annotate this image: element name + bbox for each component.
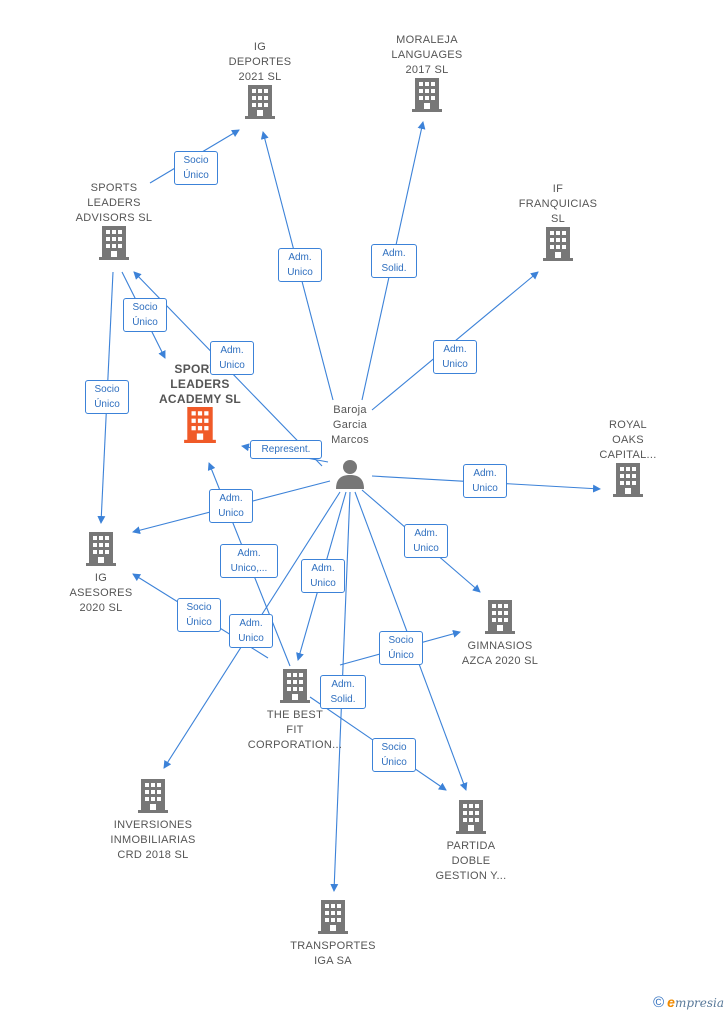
- building-icon: [184, 407, 216, 443]
- node-gimnasios[interactable]: GIMNASIOS AZCA 2020 SL: [450, 600, 550, 669]
- edge-label-socio-unico[interactable]: Socio Único: [123, 298, 167, 332]
- brand-footer: ©empresia: [653, 994, 724, 1011]
- edge-label-adm-unico[interactable]: Adm. Unico: [229, 614, 273, 648]
- node-label: ROYAL OAKS CAPITAL...: [599, 419, 657, 461]
- node-label: MORALEJA LANGUAGES 2017 SL: [391, 34, 463, 76]
- edge-label-adm-unico-multi[interactable]: Adm. Unico,...: [220, 544, 278, 578]
- building-icon: [485, 600, 515, 634]
- edge-label-adm-unico[interactable]: Adm. Unico: [301, 559, 345, 593]
- node-if-franquicias[interactable]: IF FRANQUICIAS SL: [510, 182, 606, 266]
- node-best-fit[interactable]: THE BEST FIT CORPORATION...: [240, 669, 350, 753]
- building-icon: [613, 463, 643, 497]
- node-label: SPORTS LEADERS ADVISORS SL: [75, 182, 153, 224]
- building-icon: [543, 227, 573, 261]
- node-label: IG DEPORTES 2021 SL: [228, 41, 292, 83]
- node-label: IG ASESORES 2020 SL: [69, 572, 133, 614]
- node-royal-oaks[interactable]: ROYAL OAKS CAPITAL...: [590, 418, 666, 502]
- node-label: TRANSPORTES IGA SA: [290, 940, 376, 967]
- edge-label-adm-unico[interactable]: Adm. Unico: [463, 464, 507, 498]
- edge-label-adm-unico[interactable]: Adm. Unico: [278, 248, 322, 282]
- brand-e: e: [667, 994, 675, 1010]
- edge-label-adm-unico[interactable]: Adm. Unico: [209, 489, 253, 523]
- building-icon: [456, 800, 486, 834]
- edge-label-socio-unico[interactable]: Socio Único: [372, 738, 416, 772]
- building-icon: [86, 532, 116, 566]
- edge-label-socio-unico[interactable]: Socio Único: [174, 151, 218, 185]
- node-moraleja[interactable]: MORALEJA LANGUAGES 2017 SL: [382, 33, 472, 117]
- brand-name: mpresia: [674, 996, 724, 1010]
- node-transportes[interactable]: TRANSPORTES IGA SA: [284, 900, 382, 969]
- edge-label-socio-unico[interactable]: Socio Único: [85, 380, 129, 414]
- building-icon: [99, 226, 129, 260]
- person-name: Baroja Garcia Marcos: [331, 404, 369, 446]
- node-ig-deportes[interactable]: IG DEPORTES 2021 SL: [218, 40, 302, 124]
- edge-label-adm-solid[interactable]: Adm. Solid.: [320, 675, 366, 709]
- node-person[interactable]: Baroja Garcia Marcos: [318, 403, 382, 495]
- node-label: PARTIDA DOBLE GESTION Y...: [435, 840, 507, 882]
- building-icon: [318, 900, 348, 934]
- node-label: THE BEST FIT CORPORATION...: [247, 709, 343, 751]
- edge-label-socio-unico[interactable]: Socio Único: [379, 631, 423, 665]
- node-inversiones[interactable]: INVERSIONES INMOBILIARIAS CRD 2018 SL: [100, 779, 206, 863]
- edge-label-adm-unico[interactable]: Adm. Unico: [210, 341, 254, 375]
- building-icon: [412, 78, 442, 112]
- edge-label-adm-unico[interactable]: Adm. Unico: [433, 340, 477, 374]
- person-icon: [336, 460, 364, 489]
- node-label: IF FRANQUICIAS SL: [518, 183, 598, 225]
- building-icon: [138, 779, 168, 813]
- copyright-icon: ©: [653, 994, 665, 1011]
- edge-label-adm-solid[interactable]: Adm. Solid.: [371, 244, 417, 278]
- node-sports-advisors[interactable]: SPORTS LEADERS ADVISORS SL: [64, 181, 164, 265]
- node-ig-asesores[interactable]: IG ASESORES 2020 SL: [56, 532, 146, 616]
- building-icon: [245, 85, 275, 119]
- edge-label-socio-unico[interactable]: Socio Único: [177, 598, 221, 632]
- edge-label-represent[interactable]: Represent.: [250, 440, 322, 459]
- node-label: INVERSIONES INMOBILIARIAS CRD 2018 SL: [110, 819, 196, 861]
- node-partida[interactable]: PARTIDA DOBLE GESTION Y...: [424, 800, 518, 884]
- edge-label-adm-unico[interactable]: Adm. Unico: [404, 524, 448, 558]
- node-label: GIMNASIOS AZCA 2020 SL: [461, 640, 539, 667]
- building-icon: [280, 669, 310, 703]
